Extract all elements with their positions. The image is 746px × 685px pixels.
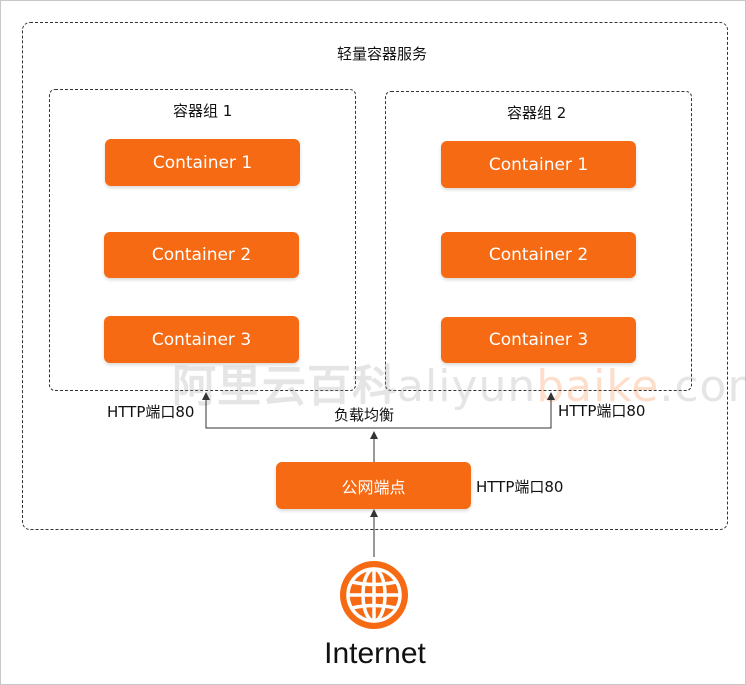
port-label-left: HTTP端口80	[107, 403, 195, 421]
port-label-endpoint: HTTP端口80	[476, 478, 564, 496]
group-2-label: 容器组 2	[507, 104, 567, 122]
port-label-right: HTTP端口80	[558, 402, 646, 420]
group-1-container-1: Container 1	[105, 139, 300, 186]
group-1-label: 容器组 1	[173, 102, 233, 120]
service-boundary	[22, 22, 728, 530]
arrow-to-group-2	[547, 392, 555, 400]
arrow-to-endpoint	[370, 509, 378, 517]
globe-icon	[340, 561, 408, 629]
arrow-to-lb	[370, 431, 378, 439]
public-endpoint: 公网端点	[276, 462, 471, 509]
arrow-to-group-1	[202, 392, 210, 400]
group-1-container-3: Container 3	[104, 316, 299, 363]
watermark: 阿里云百科aliyunbaike.com	[172, 361, 746, 412]
group-1-container-2: Container 2	[104, 232, 299, 278]
internet-label: Internet	[324, 637, 426, 670]
container-group-1	[49, 89, 356, 391]
service-title: 轻量容器服务	[337, 45, 428, 63]
group-2-container-3: Container 3	[441, 317, 636, 363]
load-balancer-label: 负载均衡	[332, 404, 397, 425]
container-group-2	[385, 91, 692, 391]
group-2-container-2: Container 2	[441, 232, 636, 278]
load-balancer-line	[205, 397, 552, 429]
group-2-container-1: Container 1	[441, 141, 636, 188]
